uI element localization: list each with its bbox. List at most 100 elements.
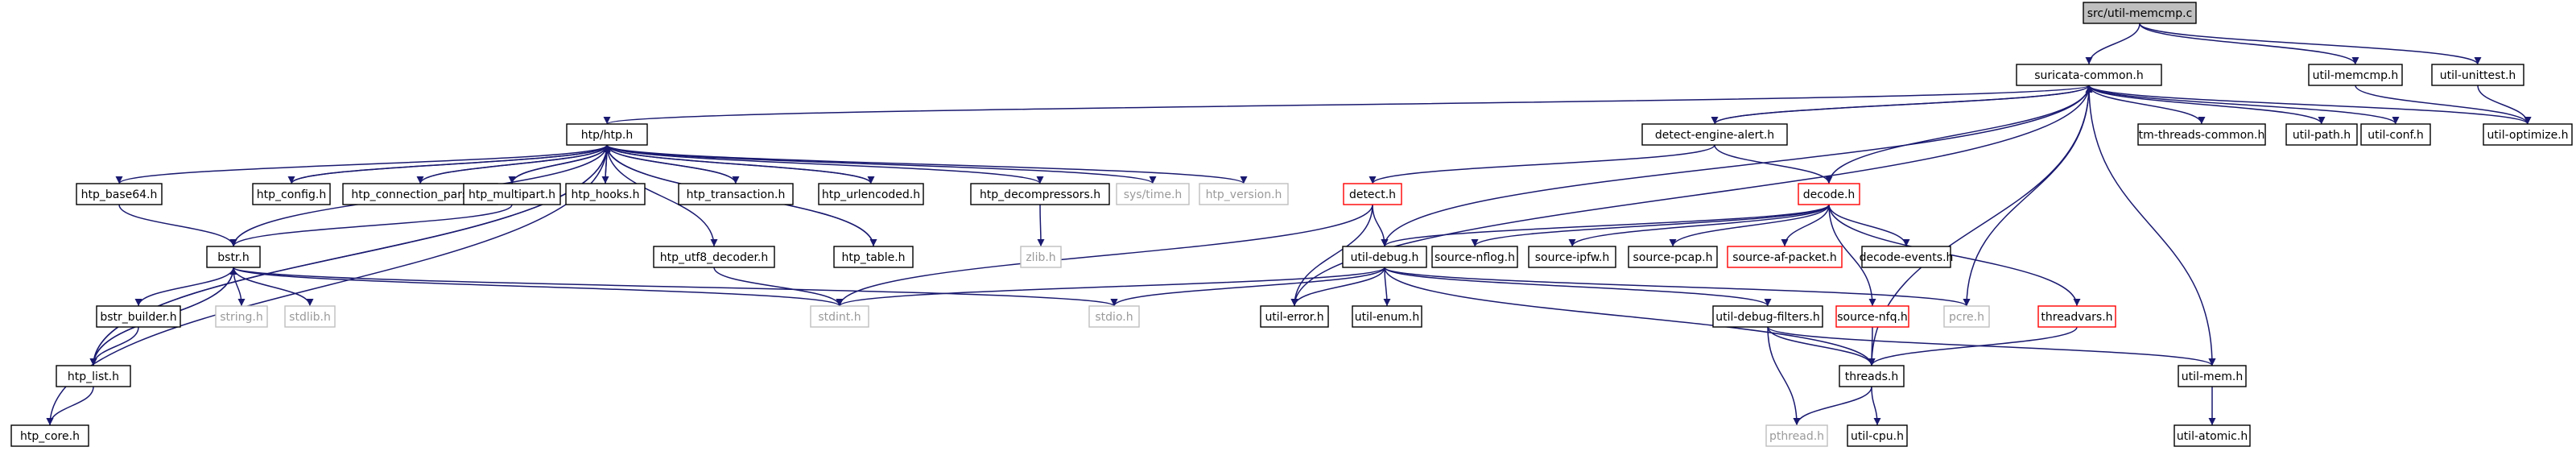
node-label-root: src/util-memcmp.c [2087, 7, 2193, 20]
node-label-sipfw: source-ipfw.h [1535, 251, 1610, 264]
edge-hlist-to-htp [93, 144, 611, 366]
node-hdc[interactable]: htp_decompressors.h [970, 183, 1110, 205]
edge-decode-to-sc [1828, 85, 2093, 184]
node-htp[interactable]: htp/htp.h [566, 123, 648, 146]
node-label-zlib: zlib.h [1026, 251, 1055, 264]
node-box-stdint [810, 305, 869, 328]
node-udf[interactable]: util-debug-filters.h [1712, 305, 1823, 328]
edge-decode-to-safp [1781, 204, 1830, 247]
node-dev[interactable]: decode-events.h [1860, 246, 1954, 268]
node-stdlib[interactable]: stdlib.h [284, 305, 336, 328]
node-label-hhk: htp_hooks.h [572, 188, 640, 201]
node-upath[interactable]: util-path.h [2285, 123, 2358, 146]
node-stdint[interactable]: stdint.h [810, 305, 869, 328]
node-htx[interactable]: htp_transaction.h [678, 183, 794, 205]
node-label-uatom: util-atomic.h [2177, 430, 2248, 443]
node-root[interactable]: src/util-memcmp.c [2083, 2, 2197, 24]
node-hmp[interactable]: htp_multipart.h [463, 183, 561, 205]
node-box-pcre [1943, 305, 1990, 328]
node-label-hmp: htp_multipart.h [469, 188, 555, 201]
edge-root-to-umc [2139, 23, 2359, 65]
node-box-hver [1199, 183, 1289, 205]
node-box-htab [833, 246, 914, 268]
node-uut[interactable]: util-unittest.h [2431, 64, 2524, 86]
edge-htp-to-b64 [115, 144, 608, 184]
node-systime[interactable]: sys/time.h [1116, 183, 1190, 205]
edge-umc-to-uopt [2355, 85, 2532, 125]
node-safp[interactable]: source-af-packet.h [1727, 246, 1843, 268]
node-box-uopt [2483, 123, 2573, 146]
node-zlib[interactable]: zlib.h [1020, 246, 1062, 268]
node-string[interactable]: string.h [215, 305, 268, 328]
node-htab[interactable]: htp_table.h [833, 246, 914, 268]
node-box-hlist [56, 365, 131, 387]
node-box-umc [2308, 64, 2403, 86]
node-label-pthread: pthread.h [1769, 430, 1824, 443]
node-label-stdlib: stdlib.h [289, 311, 331, 324]
node-threads[interactable]: threads.h [1839, 365, 1905, 387]
node-hhk[interactable]: htp_hooks.h [565, 183, 646, 205]
node-label-hue: htp_urlencoded.h [822, 188, 920, 201]
node-uenum[interactable]: util-enum.h [1352, 305, 1422, 328]
node-box-b64 [76, 183, 163, 205]
node-umem[interactable]: util-mem.h [2178, 365, 2247, 387]
node-umc[interactable]: util-memcmp.h [2308, 64, 2403, 86]
node-pthread[interactable]: pthread.h [1765, 424, 1828, 447]
node-box-bb [96, 305, 181, 328]
node-decode[interactable]: decode.h [1798, 183, 1860, 205]
edge-bstr-to-stdio [233, 267, 1118, 307]
node-ucpu[interactable]: util-cpu.h [1847, 424, 1908, 447]
node-uerr[interactable]: util-error.h [1260, 305, 1329, 328]
node-sc[interactable]: suricata-common.h [2016, 64, 2162, 86]
node-spcap[interactable]: source-pcap.h [1628, 246, 1718, 268]
node-label-bstr: bstr.h [217, 251, 249, 264]
node-label-detect: detect.h [1349, 188, 1396, 201]
node-hu8[interactable]: htp_utf8_decoder.h [653, 246, 775, 268]
node-uatom[interactable]: util-atomic.h [2174, 424, 2251, 447]
node-stdio[interactable]: stdio.h [1088, 305, 1140, 328]
node-hlist[interactable]: htp_list.h [56, 365, 131, 387]
node-pcre[interactable]: pcre.h [1943, 305, 1990, 328]
edge-bstr-to-string [233, 267, 246, 307]
node-box-uenum [1352, 305, 1422, 328]
node-label-tmc: tm-threads-common.h [2139, 129, 2265, 142]
node-hver[interactable]: htp_version.h [1199, 183, 1289, 205]
node-hcfg[interactable]: htp_config.h [252, 183, 331, 205]
node-label-umem: util-mem.h [2182, 370, 2243, 383]
node-tvars[interactable]: threadvars.h [2037, 305, 2116, 328]
node-hue[interactable]: htp_urlencoded.h [818, 183, 924, 205]
node-tmc[interactable]: tm-threads-common.h [2137, 123, 2266, 146]
node-snfq[interactable]: source-nfq.h [1835, 305, 1909, 328]
node-b64[interactable]: htp_base64.h [76, 183, 163, 205]
node-bb[interactable]: bstr_builder.h [96, 305, 181, 328]
node-box-umem [2178, 365, 2247, 387]
node-sipfw[interactable]: source-ipfw.h [1528, 246, 1616, 268]
edge-hue-to-htp [603, 144, 872, 184]
edge-htp-to-hver [606, 144, 1248, 184]
edge-decode-to-tvars [1828, 204, 2081, 307]
node-uopt[interactable]: util-optimize.h [2483, 123, 2573, 146]
node-bstr[interactable]: bstr.h [206, 246, 261, 268]
node-box-tmc [2137, 123, 2266, 146]
node-snf[interactable]: source-nflog.h [1431, 246, 1518, 268]
edge-sc-to-htp [604, 85, 2090, 125]
edge-udf-to-umem [1767, 326, 2216, 366]
node-dea[interactable]: detect-engine-alert.h [1641, 123, 1788, 146]
node-label-dev: decode-events.h [1860, 251, 1954, 264]
node-label-udbg: util-debug.h [1351, 251, 1419, 264]
edge-htp-to-hdc [606, 144, 1044, 184]
node-hcore[interactable]: htp_core.h [10, 424, 89, 447]
node-box-hdc [970, 183, 1110, 205]
node-detect[interactable]: detect.h [1343, 183, 1402, 205]
node-box-uut [2431, 64, 2524, 86]
edge-root-to-uut [2139, 23, 2482, 65]
node-label-pcre: pcre.h [1949, 311, 1984, 324]
node-udbg[interactable]: util-debug.h [1342, 246, 1427, 268]
edge-b64-to-bstr [118, 204, 237, 247]
node-box-spcap [1628, 246, 1718, 268]
edge-udbg-to-stdint [836, 267, 1385, 307]
edge-hlist-to-hcore [46, 386, 94, 426]
edge-threads-to-ucpu [1871, 386, 1881, 426]
node-uconf[interactable]: util-conf.h [2360, 123, 2431, 146]
node-label-hu8: htp_utf8_decoder.h [660, 251, 769, 264]
